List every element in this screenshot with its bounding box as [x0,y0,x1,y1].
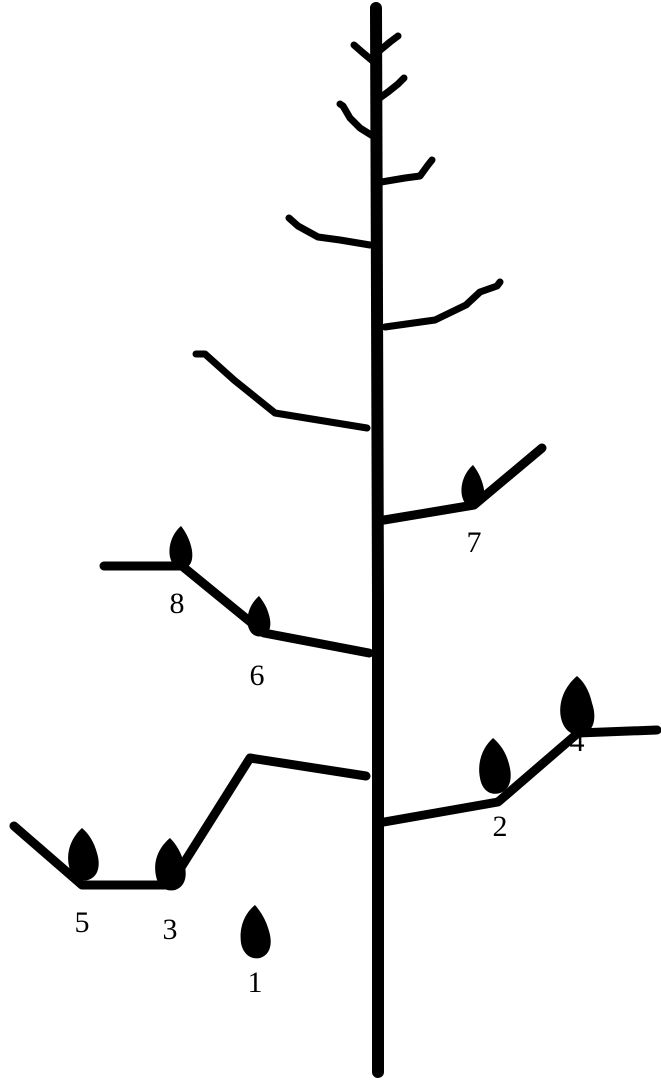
branch-lower-right-shoot [379,725,661,827]
branch-top-left [350,41,378,66]
branch-middle-left-shoot [99,561,374,658]
node-label-7: 7 [467,526,482,559]
flower-bud-node-7 [461,465,485,508]
branch-middle-right [379,443,547,525]
node-label-6: 6 [250,659,265,692]
flower-bud-node-2 [479,738,511,794]
branch-middle-left [99,526,374,658]
node-label-8: 8 [170,587,185,620]
branch-upper-left-long [192,350,371,432]
flower-bud-node-6 [247,596,271,637]
flower-bud-node-5 [68,828,99,881]
branch-upper-left-mid [285,214,374,249]
branch-upper-right-short [377,156,436,186]
node-label-4: 4 [570,725,585,758]
branch-lower-right [379,676,661,827]
flower-bud-node-1 [240,905,271,959]
flower-bud-node-8 [169,526,193,569]
branch-apical-right [373,74,408,104]
node-label-3: 3 [163,913,178,946]
branch-lower-left [9,753,371,959]
node-label-5: 5 [75,906,90,939]
node-label-1: 1 [248,966,263,999]
branch-top-right [374,32,402,56]
flower-bud-node-3 [155,838,186,891]
main-stem [370,2,384,1078]
branch-upper-right-long [381,278,504,331]
node-label-2: 2 [493,810,508,843]
branch-lower-left-shoot [9,753,371,890]
flower-bud-node-4 [560,676,595,735]
branch-apical-left [336,100,380,142]
